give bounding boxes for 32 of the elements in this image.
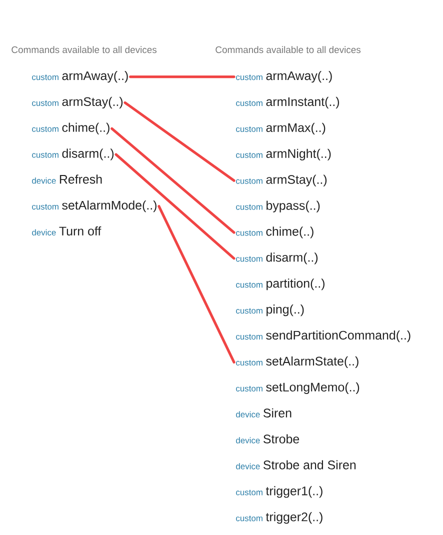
command-item: custom setAlarmState(..) — [236, 356, 358, 368]
subheading: Commands available to all devices — [216, 46, 361, 54]
command-item: custom trigger1(..) — [236, 486, 322, 498]
command-item: custom ping(..) — [236, 304, 304, 316]
command-item: custom trigger2(..) — [236, 512, 322, 524]
connector-line — [114, 153, 236, 260]
connector-line — [158, 204, 236, 364]
connector-line — [110, 127, 236, 234]
command-item: device Strobe and Siren — [236, 460, 356, 470]
command-item: device Turn off — [32, 226, 102, 236]
command-item: device Siren — [236, 408, 292, 418]
command-item: custom armNight(..) — [236, 148, 331, 160]
command-item: custom chime(..) — [236, 226, 314, 238]
command-item: custom armAway(..) — [236, 70, 332, 83]
command-item: custom bypass(..) — [236, 200, 320, 212]
command-item: custom setLongMemo(..) — [236, 382, 360, 394]
command-item: custom armAway(..) — [32, 70, 128, 83]
command-item: custom sendPartitionCommand(..) — [236, 330, 410, 342]
command-item: device Strobe — [236, 434, 300, 444]
command-item: custom setAlarmMode(..) — [32, 200, 156, 212]
command-item: custom partition(..) — [236, 278, 324, 290]
connector-line — [129, 76, 236, 78]
command-item: custom chime(..) — [32, 122, 110, 134]
command-item: custom disarm(..) — [236, 252, 318, 264]
command-item: device Refresh — [32, 174, 102, 184]
subheading: Commands available to all devices — [12, 46, 157, 54]
command-item: custom armInstant(..) — [236, 96, 340, 109]
command-item: custom disarm(..) — [32, 148, 114, 160]
command-item: custom armMax(..) — [236, 122, 326, 134]
command-item: custom armStay(..) — [236, 174, 327, 186]
command-item: custom armStay(..) — [32, 96, 123, 108]
connector-line — [124, 101, 236, 182]
